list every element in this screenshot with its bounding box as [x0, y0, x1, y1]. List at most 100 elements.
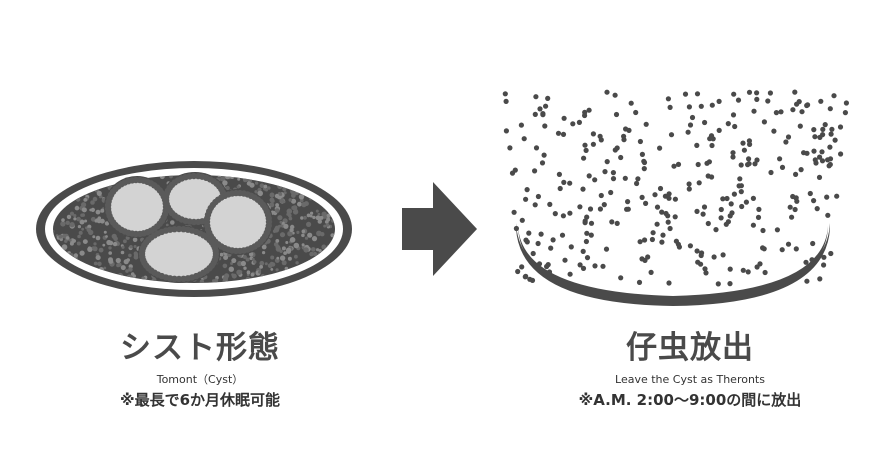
- theront-dot: [799, 109, 805, 115]
- theront-dot: [816, 174, 823, 180]
- granule: [73, 214, 77, 218]
- granule: [91, 246, 96, 250]
- theront-dot: [820, 132, 826, 138]
- granule: [254, 181, 259, 185]
- granule: [69, 175, 74, 180]
- granule: [254, 190, 258, 194]
- theront-dot: [666, 191, 672, 197]
- theront-dot: [597, 133, 603, 139]
- granule: [278, 192, 283, 196]
- theront-dot: [668, 132, 675, 138]
- theront-dot: [739, 203, 745, 210]
- granule: [316, 230, 322, 237]
- theront-dot: [663, 210, 669, 217]
- theront-dot: [538, 231, 544, 237]
- theront-dot: [568, 244, 574, 250]
- theront-dot: [600, 263, 606, 269]
- granule: [53, 272, 55, 277]
- granule: [96, 190, 102, 196]
- granule: [309, 178, 314, 182]
- granule: [81, 202, 87, 208]
- granule: [223, 255, 229, 260]
- granule: [100, 218, 105, 224]
- nucleus-bead: [171, 226, 178, 233]
- theront-dot: [533, 145, 540, 151]
- theront-dot: [789, 214, 795, 220]
- granule: [225, 185, 230, 191]
- theront-dot: [746, 138, 753, 144]
- theront-dot: [665, 219, 671, 225]
- theront-dot: [837, 124, 844, 130]
- granule: [301, 233, 305, 237]
- theront-dot: [777, 156, 783, 162]
- theront-dot: [715, 281, 721, 287]
- granule: [274, 208, 280, 214]
- granule: [73, 253, 79, 258]
- theront-dot: [727, 266, 733, 272]
- granule: [222, 263, 228, 269]
- granule: [74, 205, 80, 211]
- theront-dot: [820, 126, 826, 132]
- granule: [95, 235, 101, 241]
- theront-dot: [807, 190, 813, 197]
- theront-dot: [542, 123, 548, 129]
- theront-dot: [804, 278, 810, 284]
- granule: [57, 177, 63, 182]
- release-note: ※A.M. 2:00〜9:00の間に放出: [578, 391, 802, 409]
- theront-dot: [783, 139, 789, 145]
- theront-dot: [602, 169, 608, 175]
- granule: [322, 177, 327, 181]
- theront-dot: [586, 107, 592, 113]
- granule: [314, 278, 320, 283]
- granule: [303, 247, 309, 253]
- granule: [312, 279, 317, 283]
- granule: [319, 215, 324, 220]
- theront-dot: [756, 206, 762, 212]
- granule: [245, 257, 250, 262]
- theront-dot: [672, 214, 678, 220]
- cyst-caption: シスト形態 Tomont（Cyst） ※最長で6か月休眠可能: [90, 328, 310, 410]
- granule: [307, 279, 312, 283]
- theront-dot: [818, 98, 824, 104]
- granule: [259, 260, 265, 266]
- nucleus-bead: [175, 225, 183, 233]
- granule: [214, 278, 219, 283]
- nucleus: [209, 195, 267, 249]
- granule: [311, 175, 318, 179]
- granule: [77, 225, 81, 229]
- theront-dot: [533, 94, 539, 100]
- granule: [312, 177, 318, 183]
- theront-dot: [532, 202, 538, 208]
- granule: [301, 229, 306, 234]
- granule: [296, 230, 300, 234]
- granule: [108, 246, 112, 250]
- granule: [112, 241, 118, 247]
- granule: [84, 219, 88, 223]
- theront-dot: [745, 269, 751, 275]
- theront-dot: [686, 186, 692, 192]
- theront-dot: [507, 145, 513, 151]
- theront-dot: [673, 238, 680, 244]
- theront-dot: [814, 206, 820, 212]
- granule: [219, 252, 224, 257]
- nucleus: [110, 182, 164, 232]
- theront-dot: [590, 131, 597, 137]
- granule: [303, 215, 307, 220]
- theront-dot: [750, 222, 757, 228]
- granule: [283, 223, 289, 229]
- granule: [80, 278, 85, 283]
- granule: [258, 270, 262, 274]
- theront-dot: [804, 102, 810, 109]
- granule: [66, 214, 72, 220]
- theront-dot: [829, 126, 835, 132]
- granule: [311, 236, 318, 242]
- theront-dot: [532, 168, 538, 174]
- theront-dot: [817, 276, 823, 282]
- granule: [283, 251, 287, 256]
- theront-dot: [580, 265, 587, 271]
- theront-dot: [694, 248, 700, 254]
- theront-dot: [709, 102, 715, 108]
- granule: [90, 216, 96, 222]
- theront-dot: [612, 92, 618, 98]
- granule: [312, 215, 316, 220]
